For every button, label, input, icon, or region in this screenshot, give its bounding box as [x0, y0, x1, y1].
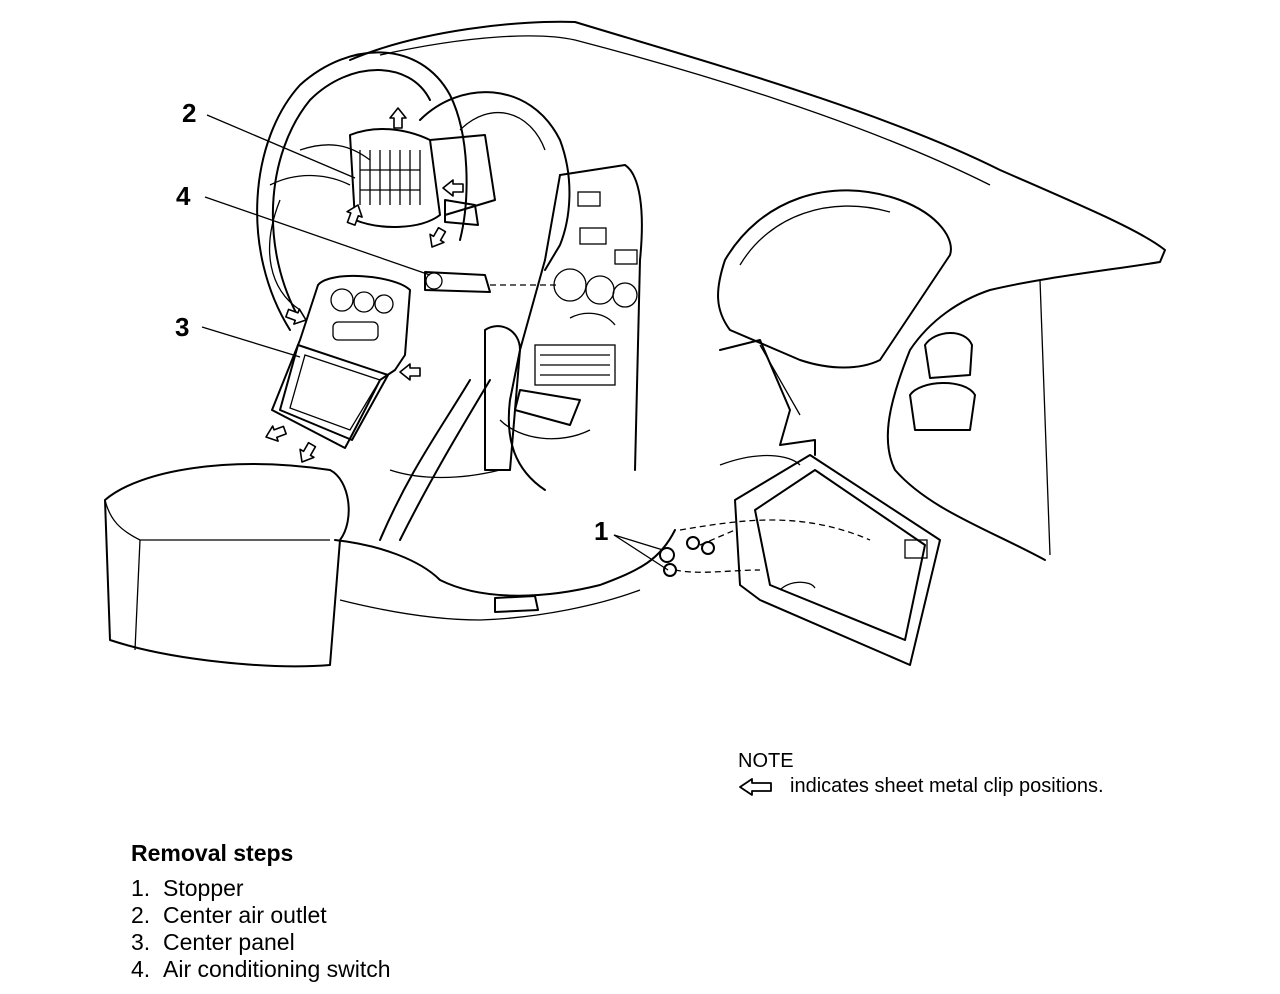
- center-console: [499, 164, 643, 491]
- center-air-outlet-part: [349, 127, 496, 228]
- note-block: NOTE indicates sheet metal clip position…: [738, 750, 1104, 798]
- hollow-left-arrow-icon: [739, 777, 772, 796]
- instrument-cluster-hood: [419, 91, 571, 271]
- callout-leaders: [201, 114, 669, 571]
- step-label: Stopper: [163, 875, 244, 901]
- step-number: 4.: [131, 956, 151, 982]
- step-number: 1.: [131, 875, 151, 901]
- shift-lever: [379, 325, 521, 541]
- glove-box: [719, 454, 941, 666]
- step-number: 3.: [131, 929, 151, 955]
- air-conditioning-switch-part: [424, 271, 560, 293]
- step-number: 2.: [131, 902, 151, 928]
- callout-4: 4: [176, 181, 191, 211]
- removal-steps-title: Removal steps: [131, 840, 294, 866]
- callout-1: 1: [594, 516, 608, 546]
- list-item: 2. Center air outlet: [131, 902, 391, 929]
- note-text: indicates sheet metal clip positions.: [790, 775, 1104, 797]
- list-item: 4. Air conditioning switch: [131, 956, 391, 983]
- list-item: 3. Center panel: [131, 929, 391, 956]
- passenger-dash: [717, 189, 976, 456]
- step-label: Air conditioning switch: [163, 956, 391, 982]
- list-item: 1. Stopper: [131, 875, 391, 902]
- center-panel-part: [271, 275, 411, 449]
- callout-3: 3: [175, 312, 189, 342]
- note-title: NOTE: [738, 750, 794, 772]
- stopper-part: [659, 519, 871, 577]
- step-label: Center air outlet: [163, 902, 327, 928]
- callout-2: 2: [182, 98, 196, 128]
- steering-wheel: [256, 51, 468, 331]
- removal-steps: Removal steps 1. Stopper 2. Center air out…: [131, 840, 391, 983]
- dashboard-outline: [104, 20, 1166, 668]
- step-label: Center panel: [163, 929, 295, 955]
